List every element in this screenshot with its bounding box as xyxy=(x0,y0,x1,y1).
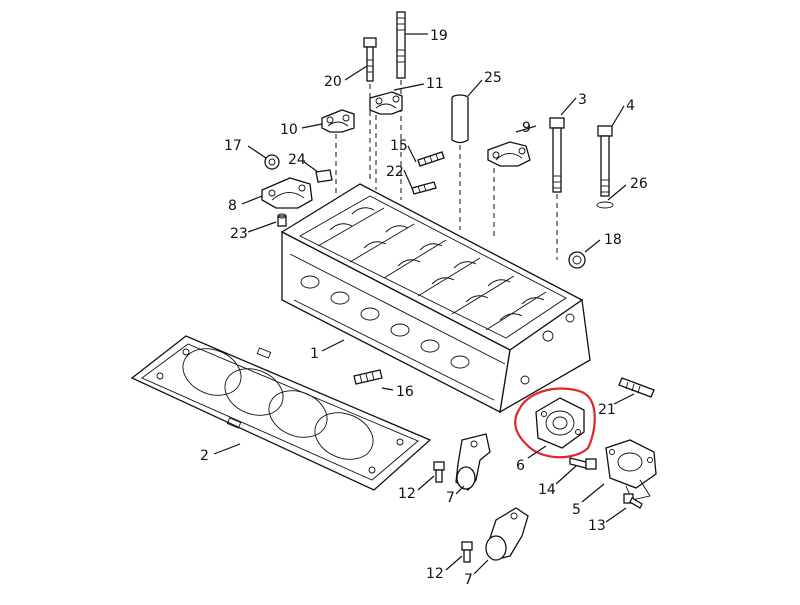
callout-labels: 19 20 11 25 10 9 3 4 17 15 24 22 26 8 23… xyxy=(200,28,648,588)
callout-21: 21 xyxy=(598,402,616,418)
part-8-bearing-cap xyxy=(261,177,313,209)
callout-8: 8 xyxy=(228,198,237,214)
callout-14: 14 xyxy=(538,482,556,498)
callout-13: 13 xyxy=(588,518,606,534)
part-15-stud xyxy=(417,151,445,167)
callout-7-upper: 7 xyxy=(446,490,455,506)
part-3-long-bolt xyxy=(549,117,565,260)
part-4-long-bolt xyxy=(597,125,613,197)
callout-1: 1 xyxy=(310,346,319,362)
callout-15: 15 xyxy=(390,138,408,154)
callout-9: 9 xyxy=(522,120,531,136)
callout-22: 22 xyxy=(386,164,404,180)
callout-7-lower: 7 xyxy=(464,572,473,588)
part-12-bolt-lower xyxy=(461,541,473,563)
callout-5: 5 xyxy=(572,502,581,518)
part-1-cylinder-head xyxy=(280,183,591,414)
part-18-seal xyxy=(568,251,586,269)
callout-26: 26 xyxy=(630,176,648,192)
part-11-bearing-cap xyxy=(369,91,403,190)
part-21-stud xyxy=(618,377,655,398)
callout-19: 19 xyxy=(430,28,448,44)
part-7-outlet-upper xyxy=(455,433,491,491)
callout-12-lower: 12 xyxy=(426,566,444,582)
part-13-bolt xyxy=(623,493,643,509)
part-25-sleeve xyxy=(451,94,469,230)
callout-12-upper: 12 xyxy=(398,486,416,502)
leader-lines xyxy=(213,33,635,575)
part-12-bolt-upper xyxy=(433,461,445,483)
callout-24: 24 xyxy=(288,152,306,168)
part-17-seal-ring xyxy=(264,154,280,170)
callout-11: 11 xyxy=(426,76,444,92)
part-24-pin xyxy=(315,169,333,183)
part-16-stud xyxy=(353,369,383,385)
part-20-bolt xyxy=(363,37,377,180)
part-6-housing xyxy=(535,397,585,449)
part-7-outlet-lower xyxy=(485,507,529,561)
callout-23: 23 xyxy=(230,226,248,242)
callout-17: 17 xyxy=(224,138,242,154)
callout-4: 4 xyxy=(626,98,635,114)
callout-20: 20 xyxy=(324,74,342,90)
callout-25: 25 xyxy=(484,70,502,86)
part-9-bearing-cap xyxy=(487,141,531,240)
callout-3: 3 xyxy=(578,92,587,108)
part-2-head-gasket xyxy=(130,335,432,491)
part-26-washer xyxy=(596,201,614,209)
part-5-cover xyxy=(605,439,657,501)
callout-16: 16 xyxy=(396,384,414,400)
part-23-dowel xyxy=(277,213,287,227)
callout-2: 2 xyxy=(200,448,209,464)
part-10-bearing-cap xyxy=(321,109,355,195)
part-22-stud xyxy=(411,181,437,195)
callout-10: 10 xyxy=(280,122,298,138)
callout-6: 6 xyxy=(516,458,525,474)
highlight-circle xyxy=(514,387,596,459)
callout-18: 18 xyxy=(604,232,622,248)
part-14-bolt xyxy=(569,457,597,470)
